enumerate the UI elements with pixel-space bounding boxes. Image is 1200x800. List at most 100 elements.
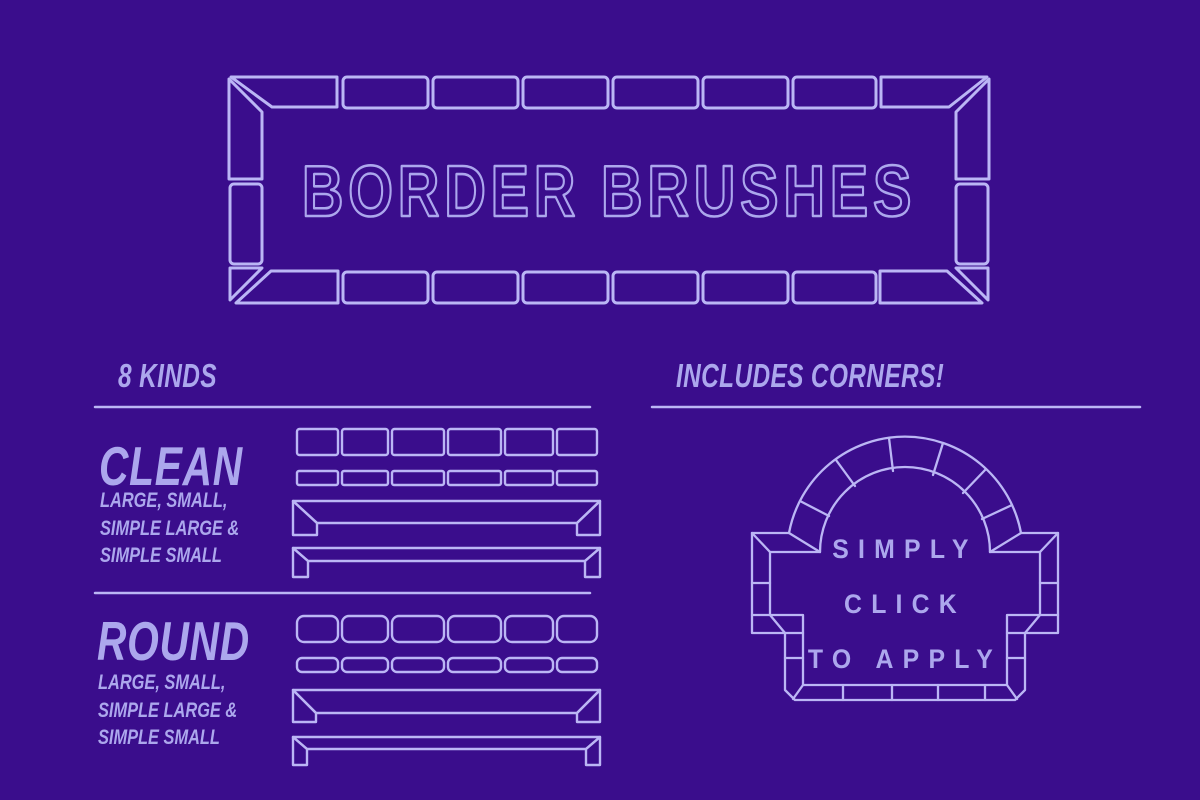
brick-divider bbox=[887, 436, 895, 473]
brick-segment bbox=[879, 75, 989, 109]
corners-heading: INCLUDES CORNERS! bbox=[676, 357, 945, 394]
miter-seam bbox=[787, 531, 822, 554]
clean-desc-line: SIMPLE SMALL bbox=[100, 544, 222, 567]
brick-segment bbox=[228, 266, 264, 302]
brick-segment bbox=[503, 427, 555, 457]
brick-segment bbox=[521, 270, 610, 305]
brick-segment bbox=[555, 469, 599, 487]
round-desc-line: LARGE, SMALL, bbox=[98, 671, 226, 694]
brick-segment bbox=[954, 182, 990, 266]
arch-corner-demo bbox=[750, 435, 1060, 702]
brick-segment bbox=[954, 266, 990, 302]
brush-end-cap bbox=[291, 735, 309, 767]
brick-segment bbox=[390, 427, 446, 457]
miter-seam bbox=[988, 531, 1023, 554]
brick-segment bbox=[791, 75, 878, 110]
brick-divider bbox=[980, 503, 1014, 521]
brick-divider bbox=[798, 499, 831, 518]
arch-demo-line: CLICK bbox=[844, 589, 966, 619]
clean-small-brush bbox=[295, 469, 599, 487]
brick-segment bbox=[340, 469, 390, 487]
brick-segment bbox=[229, 75, 339, 109]
clean-large-brush bbox=[295, 427, 599, 457]
brick-divider bbox=[931, 441, 945, 477]
brick-segment bbox=[503, 656, 555, 674]
brick-segment bbox=[341, 270, 430, 305]
brick-divider bbox=[834, 458, 857, 488]
miter-seam bbox=[768, 613, 787, 635]
brick-segment bbox=[431, 270, 520, 305]
brick-segment bbox=[227, 77, 264, 181]
brick-segment bbox=[555, 656, 599, 674]
brick-segment bbox=[446, 614, 503, 644]
brick-segment bbox=[234, 269, 340, 305]
miter-seam bbox=[750, 531, 772, 554]
brush-end-cap bbox=[584, 735, 602, 767]
arch-demo-line: TO APPLY bbox=[807, 644, 1003, 674]
brush-band bbox=[291, 735, 602, 751]
clean-desc-line: LARGE, SMALL, bbox=[100, 489, 228, 512]
arch-inner-outline bbox=[768, 465, 1042, 687]
miter-seam bbox=[1023, 613, 1042, 635]
brick-divider bbox=[961, 467, 988, 495]
miter-seam bbox=[1038, 531, 1060, 554]
clean-brush-samples bbox=[291, 427, 602, 579]
brick-segment bbox=[954, 77, 991, 181]
brick-segment bbox=[340, 656, 390, 674]
banner-frame bbox=[227, 75, 991, 305]
round-simple-large-brush bbox=[291, 688, 602, 724]
brick-segment bbox=[390, 469, 446, 487]
brick-segment bbox=[340, 614, 390, 644]
brick-segment bbox=[431, 75, 520, 110]
round-desc-line: SIMPLE SMALL bbox=[98, 726, 220, 749]
brick-segment bbox=[878, 269, 984, 305]
clean-simple-small-brush bbox=[291, 546, 602, 579]
brick-segment bbox=[555, 427, 599, 457]
brick-segment bbox=[228, 182, 264, 266]
clean-group-description: LARGE, SMALL, SIMPLE LARGE & SIMPLE SMAL… bbox=[100, 487, 239, 570]
brush-end-cap bbox=[291, 688, 318, 724]
brick-segment bbox=[791, 270, 878, 305]
banner-title: BORDER BRUSHES bbox=[302, 151, 916, 232]
brick-segment bbox=[701, 270, 790, 305]
arch-demo-line: SIMPLY bbox=[832, 534, 978, 564]
brick-segment bbox=[555, 614, 599, 644]
brick-segment bbox=[446, 469, 503, 487]
brick-segment bbox=[701, 75, 790, 110]
round-small-brush bbox=[295, 656, 599, 674]
brick-segment bbox=[341, 75, 430, 110]
brush-end-cap bbox=[583, 546, 602, 579]
brick-segment bbox=[295, 656, 340, 674]
miter-seam bbox=[791, 683, 805, 701]
round-large-brush bbox=[295, 614, 599, 644]
brush-end-cap bbox=[291, 546, 310, 579]
round-group-description: LARGE, SMALL, SIMPLE LARGE & SIMPLE SMAL… bbox=[98, 669, 237, 752]
brick-segment bbox=[390, 656, 446, 674]
brick-segment bbox=[503, 614, 555, 644]
clean-simple-large-brush bbox=[291, 499, 602, 537]
round-group-title: ROUND bbox=[97, 610, 250, 672]
brush-end-cap bbox=[291, 499, 319, 537]
brush-band bbox=[291, 688, 602, 715]
brush-end-cap bbox=[575, 499, 602, 537]
brush-end-cap bbox=[575, 688, 602, 724]
brush-band bbox=[291, 499, 602, 525]
brush-band bbox=[291, 546, 602, 563]
miter-seam bbox=[1005, 683, 1019, 701]
brick-segment bbox=[611, 75, 700, 110]
arch-demo-text: SIMPLY CLICK TO APPLY bbox=[715, 522, 1095, 687]
brick-segment bbox=[521, 75, 610, 110]
clean-desc-line: SIMPLE LARGE & bbox=[100, 516, 240, 540]
clean-group-title: CLEAN bbox=[99, 435, 243, 497]
round-simple-small-brush bbox=[291, 735, 602, 767]
brick-segment bbox=[295, 469, 340, 487]
brick-segment bbox=[340, 427, 390, 457]
brick-segment bbox=[295, 427, 340, 457]
round-desc-line: SIMPLE LARGE & bbox=[98, 698, 238, 722]
brick-segment bbox=[446, 656, 503, 674]
brick-segment bbox=[390, 614, 446, 644]
brick-segment bbox=[446, 427, 503, 457]
round-brush-samples bbox=[291, 614, 602, 767]
brick-segment bbox=[503, 469, 555, 487]
